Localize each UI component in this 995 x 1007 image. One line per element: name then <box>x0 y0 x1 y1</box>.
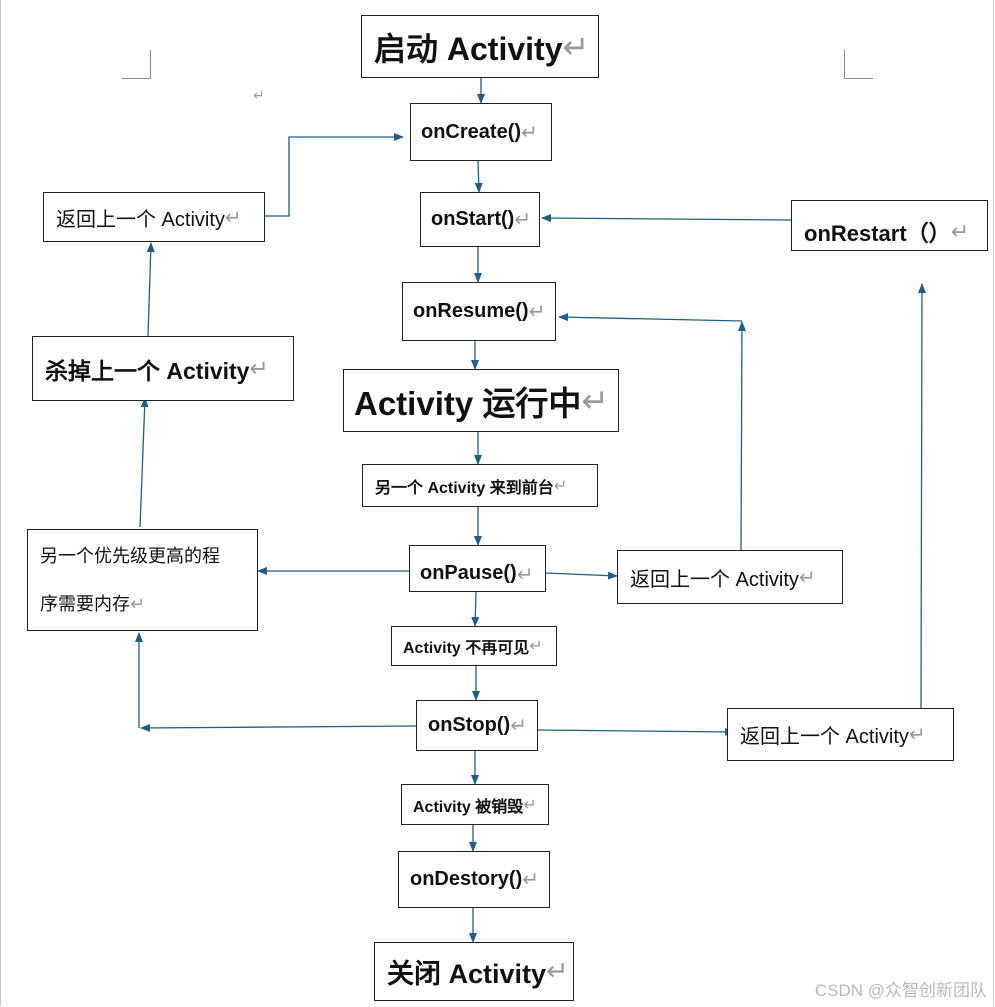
node-running: Activity 运行中↵ <box>343 369 619 432</box>
node-on-stop: onStop()↵ <box>416 700 538 751</box>
node-back-from-stop: 返回上一个 Activity↵ <box>727 708 954 761</box>
arrow-oncreate-to-onstart <box>474 160 483 193</box>
node-on-restart: onRestart（）↵ <box>791 200 988 251</box>
watermark: CSDN @众智创新团队 <box>814 981 987 1000</box>
arrow-onpause-to-backfrompause <box>545 571 618 580</box>
node-back-top-left: 返回上一个 Activity↵ <box>43 192 265 242</box>
arrow-onstop-left <box>140 723 417 732</box>
arrow-backfrompause-up <box>737 321 746 551</box>
node-back-from-pause: 返回上一个 Activity↵ <box>617 550 843 604</box>
node-close: 关闭 Activity↵ <box>374 942 574 1001</box>
arrow-lowmemory-to-killprev <box>139 397 149 528</box>
arrow-backfromstop-up <box>917 283 926 709</box>
arrow-to-onresume <box>558 313 743 322</box>
node-destroyed: Activity 被销毁↵ <box>401 784 549 825</box>
arrow-onstop-to-backfromstop <box>536 727 735 736</box>
node-not-visible: Activity 不再可见↵ <box>391 626 557 666</box>
arrow-onrestart-to-onstart <box>541 214 792 223</box>
node-on-resume: onResume()↵ <box>402 282 556 341</box>
arrow-backtopleft-to-oncreate <box>265 133 404 217</box>
margin-corner-mark-left <box>122 50 151 79</box>
paragraph-mark: ↵ <box>253 87 265 103</box>
node-on-pause: onPause()↵ <box>409 545 546 592</box>
node-start: 启动 Activity↵ <box>361 15 599 78</box>
node-on-create: onCreate()↵ <box>410 103 552 161</box>
node-another-front: 另一个 Activity 来到前台↵ <box>362 464 598 507</box>
arrow-killprev-to-backtopleft <box>146 242 155 337</box>
node-kill-prev: 杀掉上一个 Activity↵ <box>32 336 294 401</box>
node-low-memory: 另一个优先级更高的程 序需要内存↵ <box>27 529 258 631</box>
margin-corner-mark-right <box>844 50 873 79</box>
node-on-start: onStart()↵ <box>420 192 540 247</box>
node-on-destroy: onDestory()↵ <box>398 851 550 908</box>
arrow-onpause-to-notvisible <box>471 591 480 627</box>
